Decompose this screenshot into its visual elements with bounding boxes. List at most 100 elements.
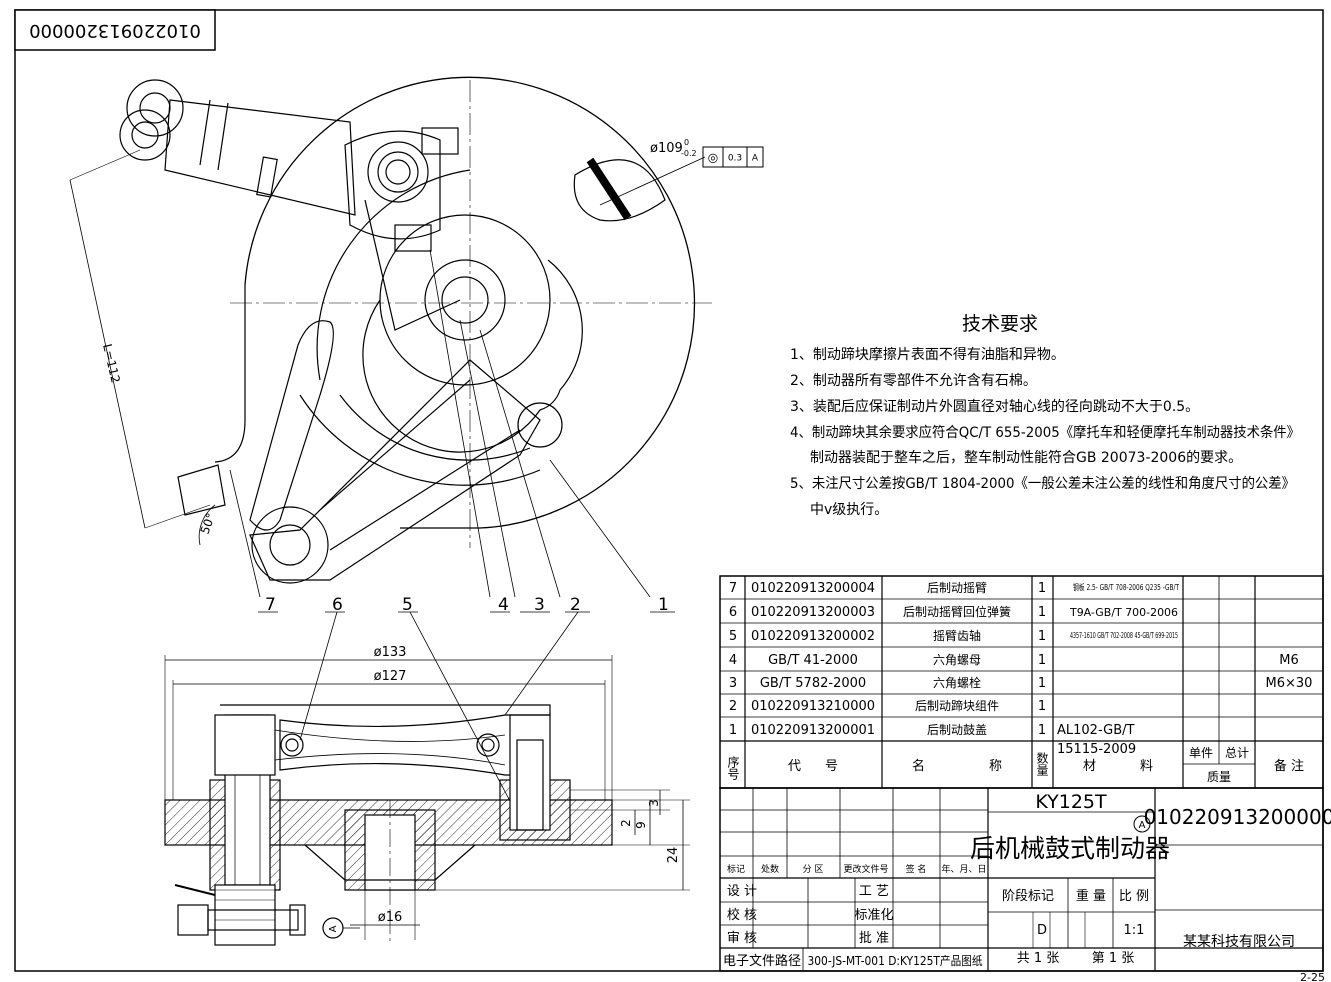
dim-d109-tol-up: 0 — [684, 138, 689, 147]
scale-value: 1:1 — [1124, 923, 1145, 938]
runout-symbol: ◎ — [708, 151, 718, 165]
tech-title: 技术要求 — [962, 313, 1038, 335]
bom-qty: 1 — [1038, 653, 1046, 668]
bom-no: 3 — [729, 676, 737, 691]
bom-name: 后制动摇臂回位弹簧 — [903, 604, 1011, 619]
bom-mat: AL102-GB/T — [1057, 723, 1134, 738]
bom-code: 010220913200001 — [751, 723, 875, 738]
bom-code: GB/T 41-2000 — [768, 653, 858, 668]
bom-note: M6 — [1279, 653, 1299, 668]
rev-col-sign: 签 名 — [906, 863, 927, 875]
tech-item: 中v级执行。 — [810, 502, 888, 518]
bom-header-note: 备 注 — [1274, 758, 1304, 774]
bom-code: 010220913200003 — [751, 605, 875, 620]
rev-col-date: 年、月、日 — [941, 863, 986, 875]
dim-d16: ø16 — [378, 910, 403, 925]
bom-no: 4 — [729, 653, 737, 668]
section-view — [164, 655, 690, 946]
dim-d109: ø109 — [650, 141, 683, 156]
bom-header-mat: 材 料 — [1083, 759, 1153, 774]
bom-header-total: 总计 — [1225, 746, 1249, 760]
runout-datum: A — [752, 154, 759, 164]
bom-name: 后制动蹄块组件 — [915, 698, 999, 713]
runout-frame — [702, 146, 764, 168]
callout-5: 5 — [402, 595, 413, 615]
bom-header-unit: 单件 — [1189, 746, 1213, 760]
dim-h3: 3 — [647, 799, 661, 807]
bom-mat: 钢板 2.5- GB/T 708-2006 Q235 -GB/T — [1073, 582, 1179, 592]
tech-item: 2、制动器所有零部件不允许含有石棉。 — [790, 372, 1037, 389]
tech-item: 3、装配后应保证制动片外圆直径对轴心线的径向跳动不大于0.5。 — [790, 398, 1199, 415]
bom-name: 六角螺栓 — [933, 675, 981, 690]
bom-qty: 1 — [1038, 699, 1046, 714]
drawing-number-rotated: 010220913200000 — [29, 20, 201, 41]
bom-no: 6 — [729, 605, 737, 620]
bom-rows: 7 010220913200004 后制动摇臂 1 钢板 2.5- GB/T 7… — [726, 581, 1312, 784]
role-standard: 标准化 — [854, 908, 893, 923]
bom-qty: 1 — [1038, 581, 1046, 596]
bom-header-code: 代 号 — [788, 759, 838, 774]
datum-a-label: A — [328, 925, 339, 932]
corner-note: 2-25 — [1300, 971, 1325, 982]
role-process: 工 艺 — [859, 884, 889, 899]
bom-code: 010220913200004 — [751, 581, 875, 596]
dim-h2: 2 — [619, 819, 633, 827]
sheet-number: 第 1 张 — [1092, 951, 1135, 966]
bom-mat: 4357-1610 GB/T 702-2008 45-GB/T 699-2015 — [1070, 631, 1178, 640]
role-approve: 批 准 — [859, 931, 889, 946]
weight-label: 重 量 — [1076, 888, 1106, 904]
bom-name: 六角螺母 — [933, 653, 981, 667]
callout-7: 7 — [265, 595, 276, 615]
bom-name: 后制动鼓盖 — [927, 723, 987, 737]
role-review: 审 核 — [727, 931, 757, 946]
company-name: 某某科技有限公司 — [1183, 934, 1295, 950]
title-block-text: KY125T 后机械鼓式制动器 A 010220913200000 标记 处数 … — [723, 791, 1331, 982]
bom-table — [719, 575, 1324, 789]
callout-6: 6 — [332, 595, 343, 615]
bom-qty: 1 — [1038, 676, 1046, 691]
bom-code: 010220913200002 — [751, 629, 875, 644]
bom-header-name: 名 称 — [912, 758, 1002, 774]
bom-no: 7 — [729, 581, 737, 596]
bom-header-mass: 质量 — [1207, 770, 1231, 784]
tech-list: 1、制动蹄块摩擦片表面不得有油脂和异物。 2、制动器所有零部件不允许含有石棉。 … — [790, 346, 1300, 518]
title-drawing-no: 010220913200000 — [1144, 805, 1331, 829]
bom-name: 摇臂齿轴 — [933, 628, 981, 643]
rev-col-zone: 分 区 — [803, 864, 824, 875]
role-design: 设 计 — [727, 884, 757, 899]
tech-item: 1、制动蹄块摩擦片表面不得有油脂和异物。 — [790, 346, 1065, 363]
bom-header-no: 序号 — [726, 755, 740, 780]
dim-d109-tol-low: -0.2 — [681, 149, 697, 158]
callout-2: 2 — [570, 595, 581, 615]
runout-value: 0.3 — [728, 154, 742, 164]
dim-h9: 9 — [634, 821, 648, 829]
front-view — [69, 76, 712, 613]
title-block — [719, 787, 1324, 972]
bom-code: GB/T 5782-2000 — [760, 676, 866, 691]
bom-qty: 1 — [1038, 723, 1046, 738]
bom-code: 010220913210000 — [751, 699, 875, 714]
tech-item: 制动器装配于整车之后，整车制动性能符合GB 20073-2006的要求。 — [810, 449, 1242, 466]
bom-qty: 1 — [1038, 605, 1046, 620]
stage-label: 阶段标记 — [1002, 889, 1054, 904]
outer-border — [14, 9, 1324, 972]
bom-header-qty: 数量 — [1035, 751, 1049, 776]
bom-no: 2 — [729, 699, 737, 714]
bom-no: 5 — [729, 629, 737, 644]
rev-col-doc: 更改文件号 — [843, 863, 888, 875]
bom-name: 后制动摇臂 — [927, 581, 987, 595]
path-label: 电子文件路径 — [723, 953, 801, 969]
path-value: 300-JS-MT-001 D:KY125T产品图纸 — [808, 954, 983, 968]
bom-qty: 1 — [1038, 629, 1046, 644]
rev-col-count: 处数 — [761, 863, 779, 875]
dim-angle-50: 50° — [198, 511, 218, 536]
dim-length-112: L=112 — [100, 343, 123, 385]
bom-note: M6×30 — [1266, 676, 1313, 691]
bom-header-mat-extra: 15115-2009 — [1057, 742, 1136, 757]
callout-1: 1 — [658, 595, 669, 615]
sheets-total: 共 1 张 — [1017, 951, 1060, 966]
dim-d127: ø127 — [374, 669, 407, 684]
tech-item: 5、未注尺寸公差按GB/T 1804-2000《一般公差未注公差的线性和角度尺寸… — [790, 476, 1295, 492]
drawing-number-box — [14, 9, 216, 51]
